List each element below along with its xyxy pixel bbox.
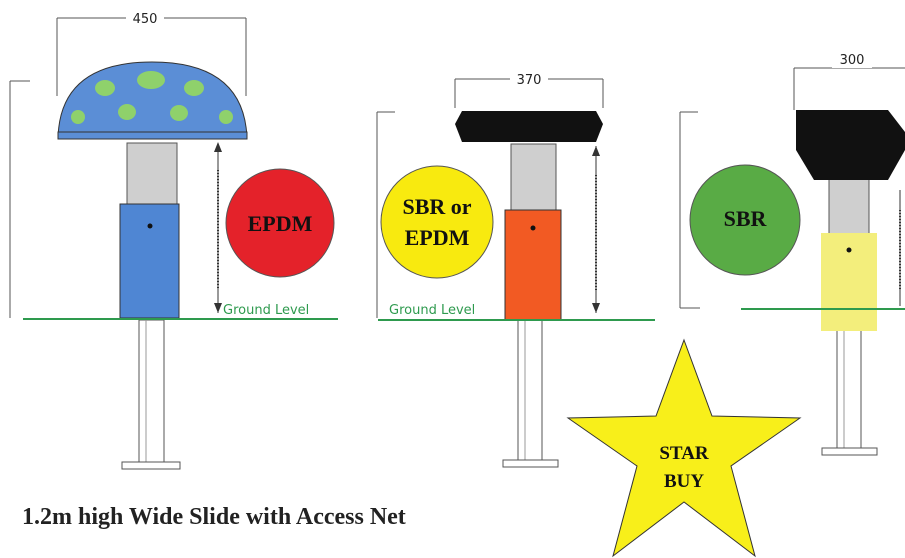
badge-sbr-or-epdm-line2: EPDM: [405, 225, 470, 250]
cap-spot: [95, 80, 115, 96]
star-shape: [566, 338, 802, 558]
badge-sbr-or-epdm-line1: SBR or: [402, 194, 471, 219]
yellow-post: 300: [679, 50, 905, 456]
cap-spot: [137, 71, 165, 89]
post-body: [119, 203, 180, 319]
badge-epdm-label: EPDM: [248, 211, 313, 236]
width-label: 300: [840, 53, 865, 68]
cap-spot: [170, 105, 188, 121]
star-label-line1: STAR: [659, 443, 709, 464]
badge-sbr-label: SBR: [724, 206, 768, 231]
badge-sbr: SBR: [689, 164, 801, 276]
badge-epdm: EPDM: [225, 168, 335, 278]
post-neck: [510, 143, 557, 213]
post-neck: [126, 142, 178, 206]
width-label: 450: [133, 12, 158, 27]
badge-sbr-or-epdm: SBR or EPDM: [380, 165, 494, 279]
cap-spot: [184, 80, 204, 96]
base-foot: [821, 447, 878, 456]
orange-post: 370: [376, 70, 604, 468]
star-buy-badge: STAR BUY: [566, 338, 802, 558]
cap-spot: [118, 104, 136, 120]
base-foot: [502, 459, 559, 468]
seat-cap: [455, 111, 603, 142]
post-neck: [828, 178, 870, 236]
ground-level-label: Ground Level: [389, 303, 475, 318]
underground-pipe: [517, 319, 543, 461]
underground-pipe: [138, 319, 165, 463]
product-caption: 1.2m high Wide Slide with Access Net: [22, 504, 406, 530]
cap-spot: [219, 110, 233, 124]
star-label-line2: BUY: [664, 471, 704, 492]
underground-pipe: [836, 329, 862, 449]
mushroom-post: 450: [9, 9, 248, 470]
ground-level-label: Ground Level: [223, 303, 309, 318]
width-label: 370: [517, 73, 542, 88]
seat-cap: [796, 110, 905, 180]
base-foot: [121, 461, 181, 470]
cap-spot: [71, 110, 85, 124]
